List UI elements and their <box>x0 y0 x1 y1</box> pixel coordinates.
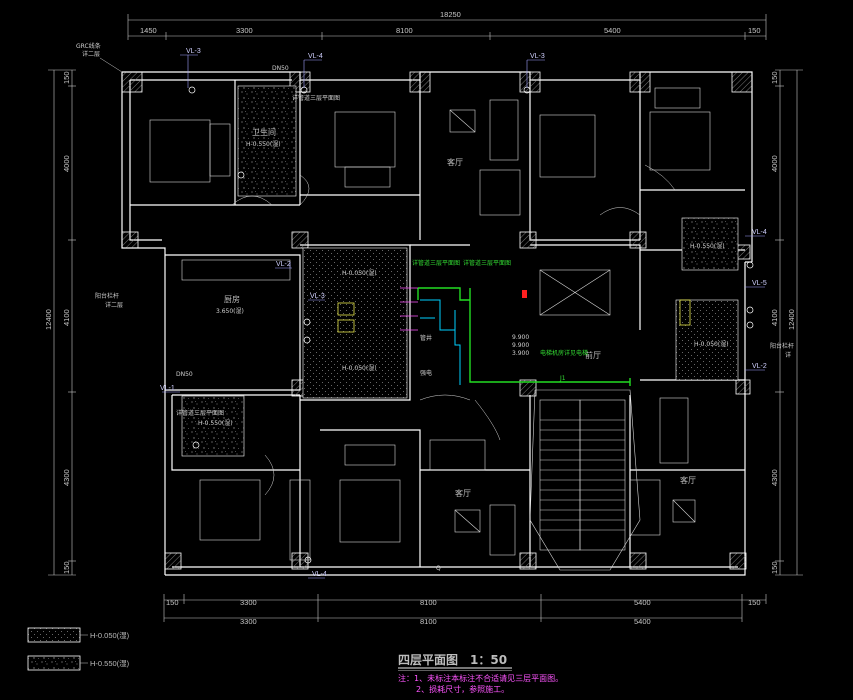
dim-bottom-a-5: 150 <box>748 598 761 607</box>
right-side-note-a: 阳台栏杆 <box>770 342 794 350</box>
dim-bottom-a-4: 5400 <box>634 598 651 607</box>
top-dimensions <box>127 14 767 40</box>
tag-vl3-top-right: VL-3 <box>530 53 545 60</box>
drawing-scale: 1：50 <box>470 653 507 667</box>
toilet-mid2-level: H-0.050(湿) <box>342 364 377 372</box>
toilet-bl-level: H-0.550(湿) <box>198 419 233 427</box>
living-bottom-mid: 客厅 <box>455 488 471 498</box>
dim-top-5: 150 <box>748 26 761 35</box>
right-toilet-level: H-0.550(湿) <box>690 242 725 250</box>
dim-left-total: 12400 <box>44 309 53 330</box>
well-a-label: 管井 <box>420 334 432 342</box>
door-swings <box>231 164 676 496</box>
legend-label-1: H-0.050(湿) <box>90 631 130 640</box>
legend-swatch-dots <box>27 627 81 643</box>
dim-right-3: 4100 <box>770 309 779 326</box>
dim-bottom-b-3: 5400 <box>634 617 651 626</box>
toilet-top-level: H-0.550(湿) <box>246 140 281 148</box>
dim-left-3: 4100 <box>62 309 71 326</box>
fixtures-yellow <box>337 299 691 333</box>
tag-vl5-right: VL-5 <box>752 280 767 287</box>
right-side-note-b: 详 <box>785 351 791 359</box>
legend-label-2: H-0.550(湿) <box>90 659 130 668</box>
dim-right-2: 4000 <box>770 155 779 172</box>
dim-left-4: 4300 <box>62 469 71 486</box>
red-marker <box>522 290 527 298</box>
corridor-level-2: 9.900 <box>512 342 529 349</box>
annot-left: 详管道三层平面图 <box>176 409 224 417</box>
dim-top-4: 5400 <box>604 26 621 35</box>
legend-swatch-terrazzo <box>27 655 81 671</box>
dim-right-1: 150 <box>770 71 779 84</box>
drawing-title: 四层平面图 <box>398 653 458 667</box>
note-line-1: 注：1、未标注本标注不合适请见三层平面图。 <box>398 673 563 683</box>
dim-top-1: 1450 <box>140 26 157 35</box>
tag-vl2-mid-left: VL-2 <box>276 261 291 268</box>
living-top-label: 客厅 <box>447 157 463 167</box>
hall-label: 前厅 <box>585 350 601 360</box>
furniture <box>149 87 711 571</box>
grc-leader <box>99 57 123 73</box>
dim-left-1: 150 <box>62 71 71 84</box>
dim-bottom-a-2: 3300 <box>240 598 257 607</box>
corridor-level-1: 9.900 <box>512 334 529 341</box>
annot-top: 详管道三层平面图 <box>292 94 340 102</box>
dim-right-total: 12400 <box>787 309 796 330</box>
dn50-top: DN50 <box>272 65 289 72</box>
dim-bottom-a-1: 150 <box>166 598 179 607</box>
grc-label: GRC线条 <box>76 42 101 50</box>
dim-right-4: 4300 <box>770 469 779 486</box>
dim-left-5: 150 <box>62 561 71 574</box>
living-bottom-right: 客厅 <box>680 475 696 485</box>
tag-vl4-top: VL-4 <box>308 53 323 60</box>
pipe-label: J1 <box>559 375 566 382</box>
right-toilet2-level: H-0.050(湿) <box>694 340 729 348</box>
left-dimensions <box>48 69 76 576</box>
tag-vl3-mid-left: VL-3 <box>310 293 325 300</box>
corridor-level-3: 3.900 <box>512 350 529 357</box>
grc-sub: 详二层 <box>82 50 100 58</box>
annot-mid-b: 详管道三层平面图 <box>463 259 511 267</box>
tag-vl2-right: VL-2 <box>752 363 767 370</box>
tag-vl1-left: VL-1 <box>160 385 175 392</box>
dim-bottom-b-1: 3300 <box>240 617 257 626</box>
dn50-left: DN50 <box>176 371 193 378</box>
left-side-note-b: 详二层 <box>105 301 123 309</box>
cyan-pipes <box>420 299 461 385</box>
kitchen-level: 3.650(湿) <box>216 307 244 315</box>
tag-vl3-top-left: VL-3 <box>186 48 201 55</box>
q-label: Q <box>436 565 441 572</box>
tag-vl4-bottom: VL-4 <box>312 571 327 578</box>
dim-bottom-a-3: 8100 <box>420 598 437 607</box>
dim-bottom-b-2: 8100 <box>420 617 437 626</box>
annot-mid-a: 详管道三层平面图 <box>412 259 460 267</box>
vl-leader-lines <box>162 54 765 579</box>
well-b-label: 强电 <box>420 369 432 377</box>
legend: H-0.050(湿) H-0.550(湿) <box>27 627 130 671</box>
dim-top-3: 8100 <box>396 26 413 35</box>
right-dimensions <box>775 69 803 576</box>
wet-area-hatch <box>181 85 739 457</box>
kitchen-label: 厨房 <box>224 294 240 304</box>
water-pipe-network <box>417 287 631 386</box>
toilet-mid-level: H-0.050(湿) <box>342 269 377 277</box>
bottom-dimensions <box>163 594 767 622</box>
tag-vl4-right: VL-4 <box>752 229 767 236</box>
dim-top-total: 18250 <box>440 10 461 19</box>
dim-top-2: 3300 <box>236 26 253 35</box>
note-line-2: 2、损耗尺寸，参照施工。 <box>416 684 509 694</box>
left-side-note-a: 阳台栏杆 <box>95 292 119 300</box>
dim-left-2: 4000 <box>62 155 71 172</box>
structural-columns <box>121 71 753 570</box>
toilet-top-label: 卫生间 <box>252 127 276 137</box>
magenta-pipes <box>400 287 418 331</box>
exterior-walls <box>121 71 753 576</box>
elevator-note: 电梯机房详见电梯 <box>540 349 588 357</box>
dim-right-5: 150 <box>770 561 779 574</box>
